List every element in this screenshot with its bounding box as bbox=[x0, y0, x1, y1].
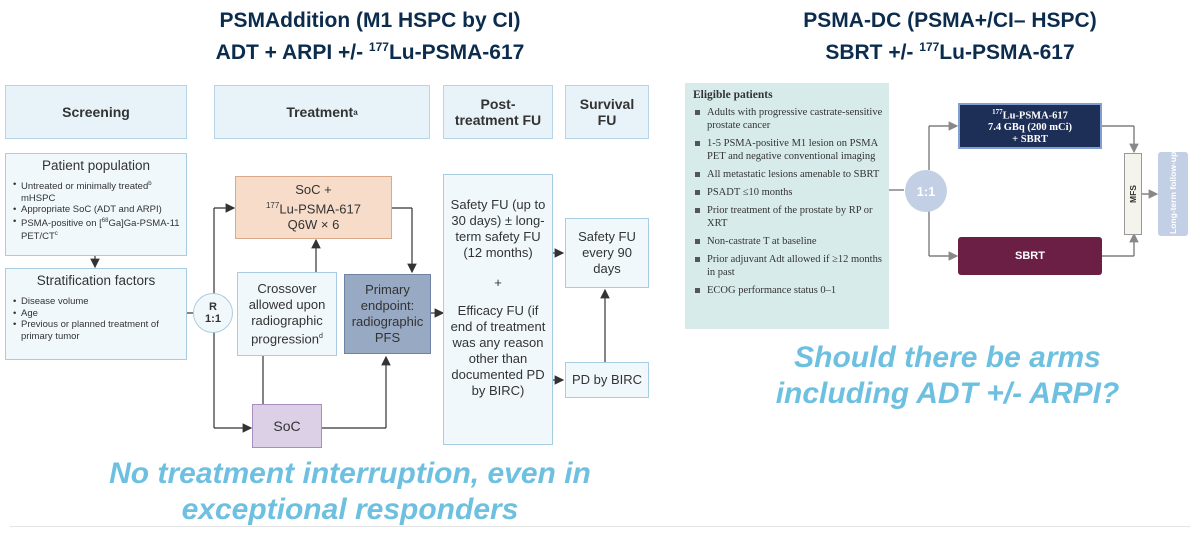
stratification-box: Stratification factors Disease volume Ag… bbox=[5, 268, 187, 360]
list-item: Non-castrate T at baseline bbox=[695, 235, 883, 248]
arm-lu-sbrt-box: 177Lu-PSMA-617 7.4 GBq (200 mCi) + SBRT bbox=[958, 103, 1102, 149]
arm-sbrt-box: SBRT bbox=[958, 237, 1102, 275]
left-title-line2: ADT + ARPI +/- 177Lu-PSMA-617 bbox=[215, 40, 525, 64]
stratification-title: Stratification factors bbox=[36, 273, 156, 288]
right-title-line2: SBRT +/- 177Lu-PSMA-617 bbox=[825, 40, 1075, 64]
mfs-box: MFS bbox=[1124, 153, 1142, 235]
left-title-line1: PSMAddition (M1 HSPC by CI) bbox=[219, 9, 521, 32]
arm-lu-psma-box: SoC + 177Lu-PSMA-617 Q6W × 6 bbox=[235, 176, 392, 239]
arm-soc-box: SoC bbox=[252, 404, 322, 448]
patient-population-list: Untreated or minimally treatedb mHSPC Ap… bbox=[11, 179, 181, 243]
pd-birc-box: PD by BIRC bbox=[565, 362, 649, 398]
list-item: Prior adjuvant Adt allowed if ≥12 months… bbox=[695, 254, 882, 278]
list-item: Disease volume bbox=[13, 296, 181, 308]
crossover-box: Crossover allowed upon radiographic prog… bbox=[237, 272, 337, 356]
bottom-divider bbox=[10, 526, 1190, 527]
primary-endpoint-box: Primary endpoint: radiographic PFS bbox=[344, 274, 431, 354]
list-item: Previous or planned treatment of primary… bbox=[13, 319, 181, 342]
list-item: Untreated or minimally treatedb mHSPC bbox=[13, 179, 181, 204]
list-item: PSADT ≤10 months bbox=[695, 186, 883, 199]
header-survival-fu: Survival FU bbox=[565, 85, 649, 139]
eligible-patients-box: Eligible patients Adults with progressiv… bbox=[685, 83, 889, 329]
list-item: ECOG performance status 0–1 bbox=[695, 284, 883, 297]
long-term-followup-box: Long-term follow-up bbox=[1158, 152, 1188, 236]
list-item: 1-5 PSMA-positive M1 lesion on PSMA PET … bbox=[695, 137, 883, 163]
header-post-treatment-fu: Post-treatment FU bbox=[443, 85, 553, 139]
right-title-line1: PSMA-DC (PSMA+/CI– HSPC) bbox=[803, 9, 1097, 32]
eligible-patients-list: Adults with progressive castrate-sensiti… bbox=[693, 106, 883, 297]
post-treatment-fu-box: Safety FU (up to 30 days) ± long-term sa… bbox=[443, 174, 553, 445]
list-item: Prior treatment of the prostate by RP or… bbox=[695, 204, 883, 230]
left-callout: No treatment interruption, even in excep… bbox=[109, 457, 591, 526]
safety-fu-text: Safety FU (up to 30 days) ± long-term sa… bbox=[450, 197, 546, 260]
list-item: Age bbox=[13, 308, 181, 320]
left-title: PSMAddition (M1 HSPC by CI) ADT + ARPI +… bbox=[120, 8, 620, 66]
patient-population-title: Patient population bbox=[41, 158, 151, 173]
right-callout: Should there be arms including ADT +/- A… bbox=[775, 341, 1120, 410]
safety-fu-90-box: Safety FU every 90 days bbox=[565, 218, 649, 288]
plus-sign: + bbox=[494, 275, 502, 290]
eligible-patients-heading: Eligible patients bbox=[693, 89, 773, 101]
list-item: Appropriate SoC (ADT and ARPI) bbox=[13, 204, 181, 216]
patient-population-box: Patient population Untreated or minimall… bbox=[5, 153, 187, 256]
ratio-circle: 1:1 bbox=[905, 170, 947, 212]
list-item: PSMA-positive on [68Ga]Ga-PSMA-11 PET/CT… bbox=[13, 216, 181, 243]
right-title: PSMA-DC (PSMA+/CI– HSPC) SBRT +/- 177Lu-… bbox=[700, 8, 1200, 66]
list-item: All metastatic lesions amenable to SBRT bbox=[695, 168, 883, 181]
efficacy-fu-text: Efficacy FU (if end of treatment was any… bbox=[450, 303, 546, 398]
stratification-list: Disease volume Age Previous or planned t… bbox=[11, 296, 181, 342]
randomization-circle: R 1:1 bbox=[193, 293, 233, 333]
list-item: Adults with progressive castrate-sensiti… bbox=[695, 107, 883, 131]
header-screening: Screening bbox=[5, 85, 187, 139]
